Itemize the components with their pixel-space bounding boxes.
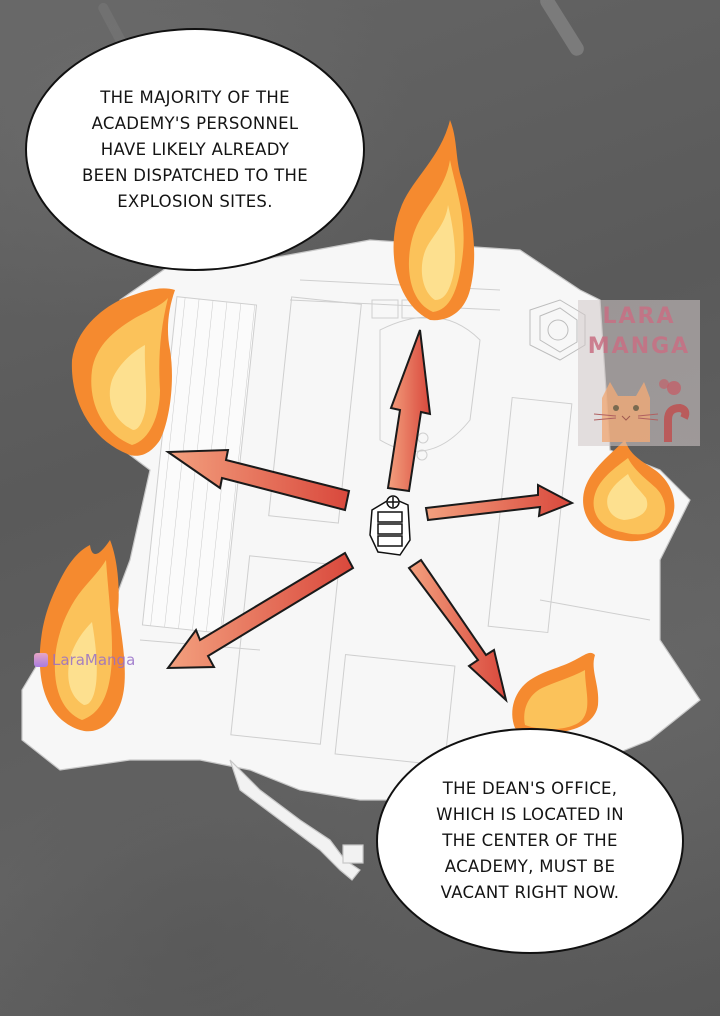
flame-east bbox=[583, 440, 675, 542]
watermark-small-text: LaraManga bbox=[52, 651, 136, 669]
lara-manga-watermark: LARA MANGA bbox=[578, 300, 700, 446]
watermark-title-line2: MANGA bbox=[587, 334, 691, 359]
arrow-southeast bbox=[407, 558, 508, 703]
arrow-southwest bbox=[165, 551, 355, 670]
flame-southeast bbox=[512, 652, 599, 734]
cat-mascot-icon bbox=[593, 379, 690, 442]
lara-manga-small-watermark: LaraManga bbox=[34, 651, 135, 669]
flame-west bbox=[71, 288, 175, 456]
arrow-north bbox=[386, 329, 432, 493]
flame-north bbox=[393, 120, 475, 321]
arrow-west bbox=[164, 448, 351, 512]
speech-bubble-bottom: THE DEAN'S OFFICE, WHICH IS LOCATED IN T… bbox=[376, 728, 684, 954]
speech-bubble-bottom-text: THE DEAN'S OFFICE, WHICH IS LOCATED IN T… bbox=[436, 779, 624, 902]
arrow-east bbox=[424, 483, 575, 522]
dean-office-tower bbox=[369, 495, 411, 556]
speech-bubble-top: THE MAJORITY OF THE ACADEMY'S PERSONNEL … bbox=[25, 28, 365, 271]
speech-bubble-top-text: THE MAJORITY OF THE ACADEMY'S PERSONNEL … bbox=[82, 87, 308, 211]
watermark-title-line1: LARA bbox=[602, 304, 676, 329]
arrows bbox=[164, 329, 575, 703]
flame-southwest bbox=[39, 540, 125, 732]
lara-manga-logo-icon bbox=[34, 653, 48, 667]
